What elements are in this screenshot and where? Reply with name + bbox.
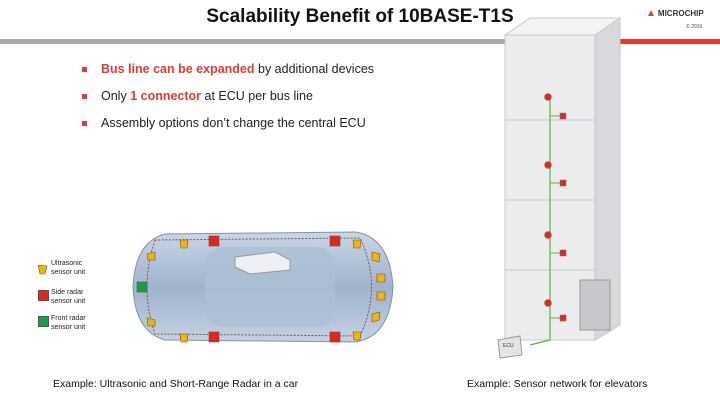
car-illustration: [132, 231, 394, 343]
bullet-item: Only 1 connector at ECU per bus line: [82, 89, 374, 103]
legend-front-radar-icon: [38, 316, 49, 327]
ecu-label: ECU: [503, 343, 514, 349]
bullet-list: Bus line can be expanded by additional d…: [82, 62, 374, 143]
header-divider: [0, 39, 567, 44]
legend-ultrasonic-icon: [37, 262, 48, 280]
bullet-icon: [82, 120, 87, 126]
elevator-caption: Example: Sensor network for elevators: [467, 378, 648, 390]
legend-side-radar-icon: [38, 290, 49, 301]
car-caption: Example: Ultrasonic and Short-Range Rada…: [53, 378, 299, 390]
slide-title: Scalability Benefit of 10BASE-T1S: [206, 6, 514, 27]
bullet-item: Bus line can be expanded by additional d…: [82, 62, 374, 76]
copyright: © 2019: [686, 24, 703, 30]
elevator-building-illustration: [497, 17, 622, 359]
microchip-logo: ▲MICROCHIP: [646, 8, 704, 19]
bullet-item: Assembly options don’t change the centra…: [82, 116, 374, 130]
bullet-icon: [82, 66, 87, 72]
bullet-icon: [82, 93, 87, 99]
logo-icon: ▲: [646, 8, 656, 19]
header-accent-bar: [569, 39, 720, 44]
